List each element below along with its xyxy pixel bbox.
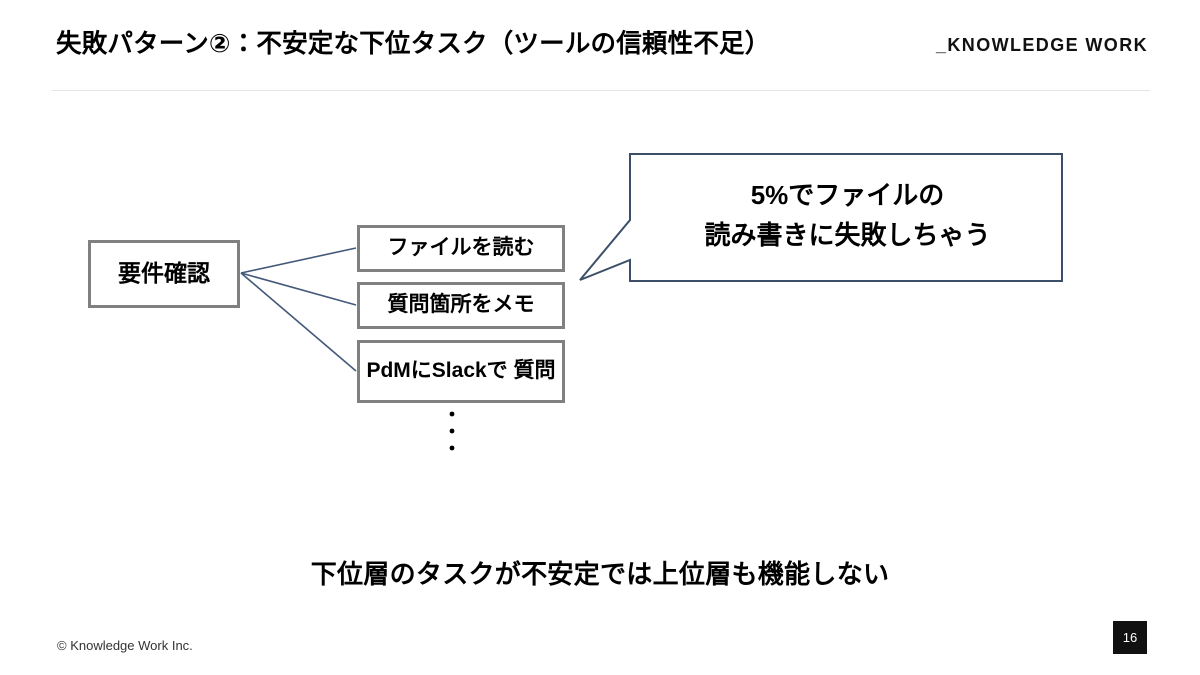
callout-bubble-text-line2: 読み書きに失敗しちゃう — [704, 219, 991, 250]
callout-bubble-text-line1: 5%でファイルの — [750, 180, 945, 210]
node-requirement-check-label: 要件確認 — [118, 260, 210, 287]
page-number-badge: 16 — [1113, 621, 1147, 654]
node-task-memo-questions: 質問箇所をメモ — [357, 282, 565, 329]
callout-bubble: 5%でファイルの 読み書きに失敗しちゃう — [578, 148, 1063, 293]
slide-header: 失敗パターン②：不安定な下位タスク（ツールの信頼性不足） _KNOWLEDGE … — [0, 0, 1200, 92]
callout-bubble-text: 5%でファイルの 読み書きに失敗しちゃう — [640, 176, 1055, 255]
node-task-memo-questions-label: 質問箇所をメモ — [387, 293, 535, 317]
node-task-read-file: ファイルを読む — [357, 225, 565, 272]
ellipsis-dot-2: ・ — [442, 422, 462, 443]
vertical-ellipsis-icon: ・ ・ ・ — [437, 405, 467, 460]
conclusion-statement: 下位層のタスクが不安定では上位層も機能しない — [310, 559, 890, 589]
ellipsis-dot-1: ・ — [442, 405, 462, 426]
connector-line-3 — [240, 272, 357, 372]
page-title: 失敗パターン②：不安定な下位タスク（ツールの信頼性不足） — [56, 30, 771, 58]
node-task-ask-pdm-slack-label-line2: 質問 — [513, 359, 556, 383]
header-divider — [52, 90, 1150, 91]
callout-bubble-path — [579, 153, 1063, 282]
ellipsis-dot-3: ・ — [442, 439, 462, 460]
connector-line-2 — [240, 272, 357, 306]
node-task-ask-pdm-slack: PdMにSlackで 質問 — [357, 340, 565, 403]
node-task-read-file-label: ファイルを読む — [387, 236, 535, 260]
footer-copyright: © Knowledge Work Inc. — [57, 638, 193, 653]
node-task-ask-pdm-slack-label-line1: PdMにSlackで — [366, 359, 508, 383]
node-requirement-check: 要件確認 — [88, 240, 240, 308]
brand-logo: _KNOWLEDGE WORK — [936, 35, 1148, 55]
node-task-ask-pdm-slack-label: PdMにSlackで 質問 — [366, 359, 555, 384]
connector-line-1 — [240, 247, 357, 274]
callout-bubble-shape — [579, 153, 1063, 282]
